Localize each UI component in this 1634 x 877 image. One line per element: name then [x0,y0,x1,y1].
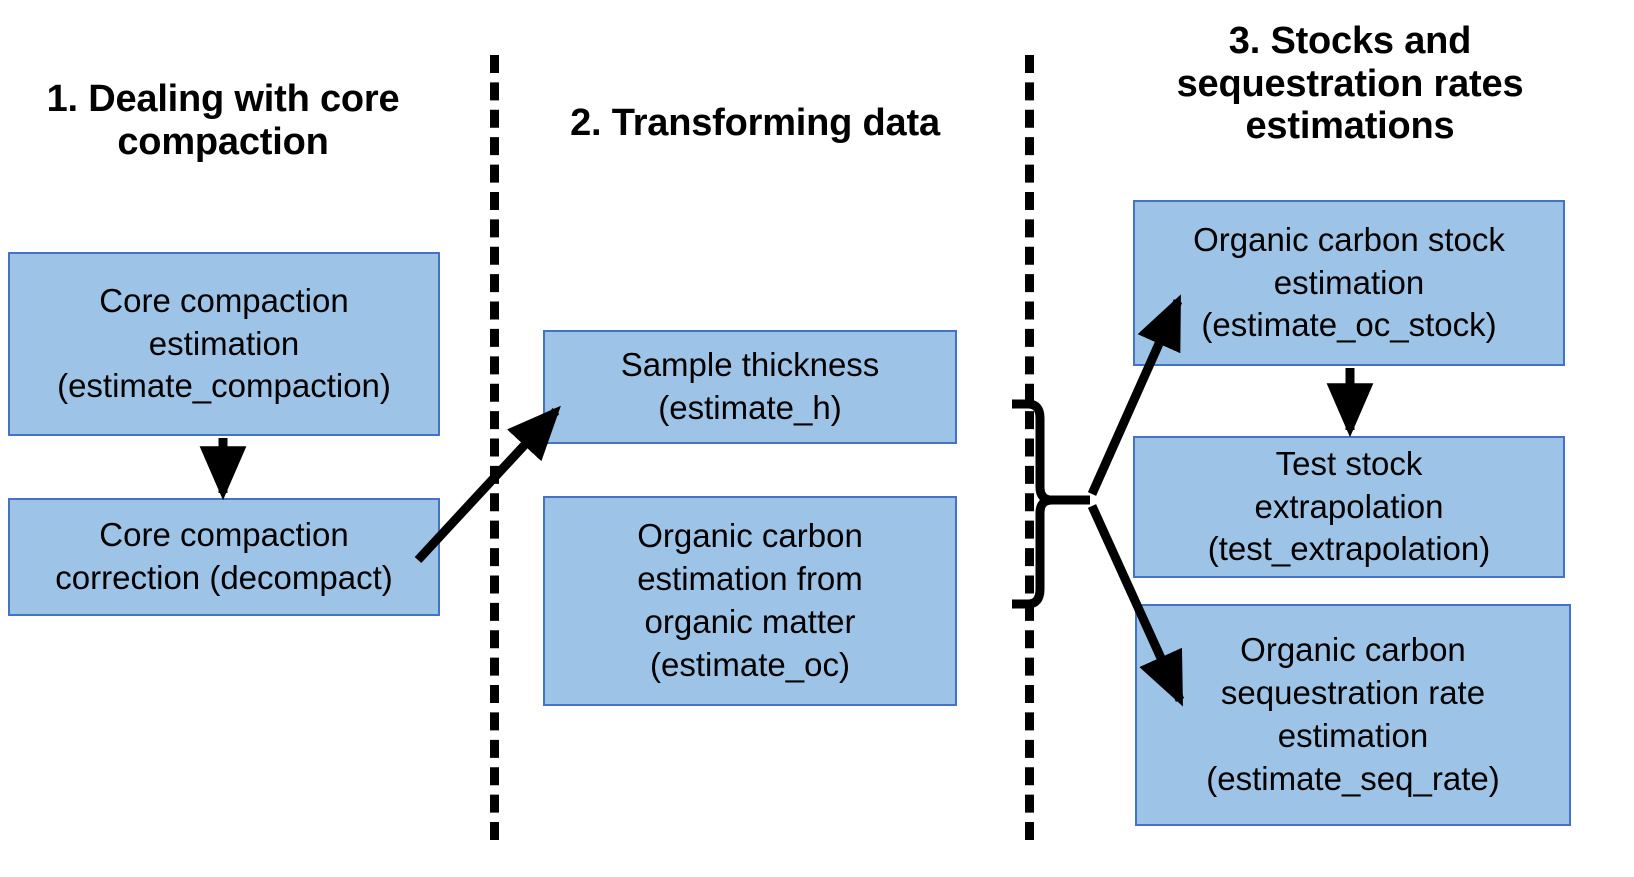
node-organic-carbon-stock-estimation[interactable]: Organic carbon stock estimation (estimat… [1133,200,1565,366]
node-organic-carbon-estimation[interactable]: Organic carbon estimation from organic m… [543,496,957,706]
column-divider-1 [490,55,499,840]
node-test-stock-extrapolation[interactable]: Test stock extrapolation (test_extrapola… [1133,436,1565,578]
node-organic-carbon-sequestration-rate-estimation[interactable]: Organic carbon sequestration rate estima… [1135,604,1571,826]
node-core-compaction-correction[interactable]: Core compaction correction (decompact) [8,498,440,616]
column-title-dealing-with-core-compaction: 1. Dealing with core compaction [46,78,400,163]
brace-column2-outputs [1012,399,1090,609]
column-divider-2 [1025,55,1034,840]
node-sample-thickness[interactable]: Sample thickness (estimate_h) [543,330,957,444]
column-title-stocks-and-sequestration-rates-estimations: 3. Stocks and sequestration rates estima… [1176,20,1524,148]
node-core-compaction-estimation[interactable]: Core compaction estimation (estimate_com… [8,252,440,436]
column-title-transforming-data: 2. Transforming data [570,102,940,144]
